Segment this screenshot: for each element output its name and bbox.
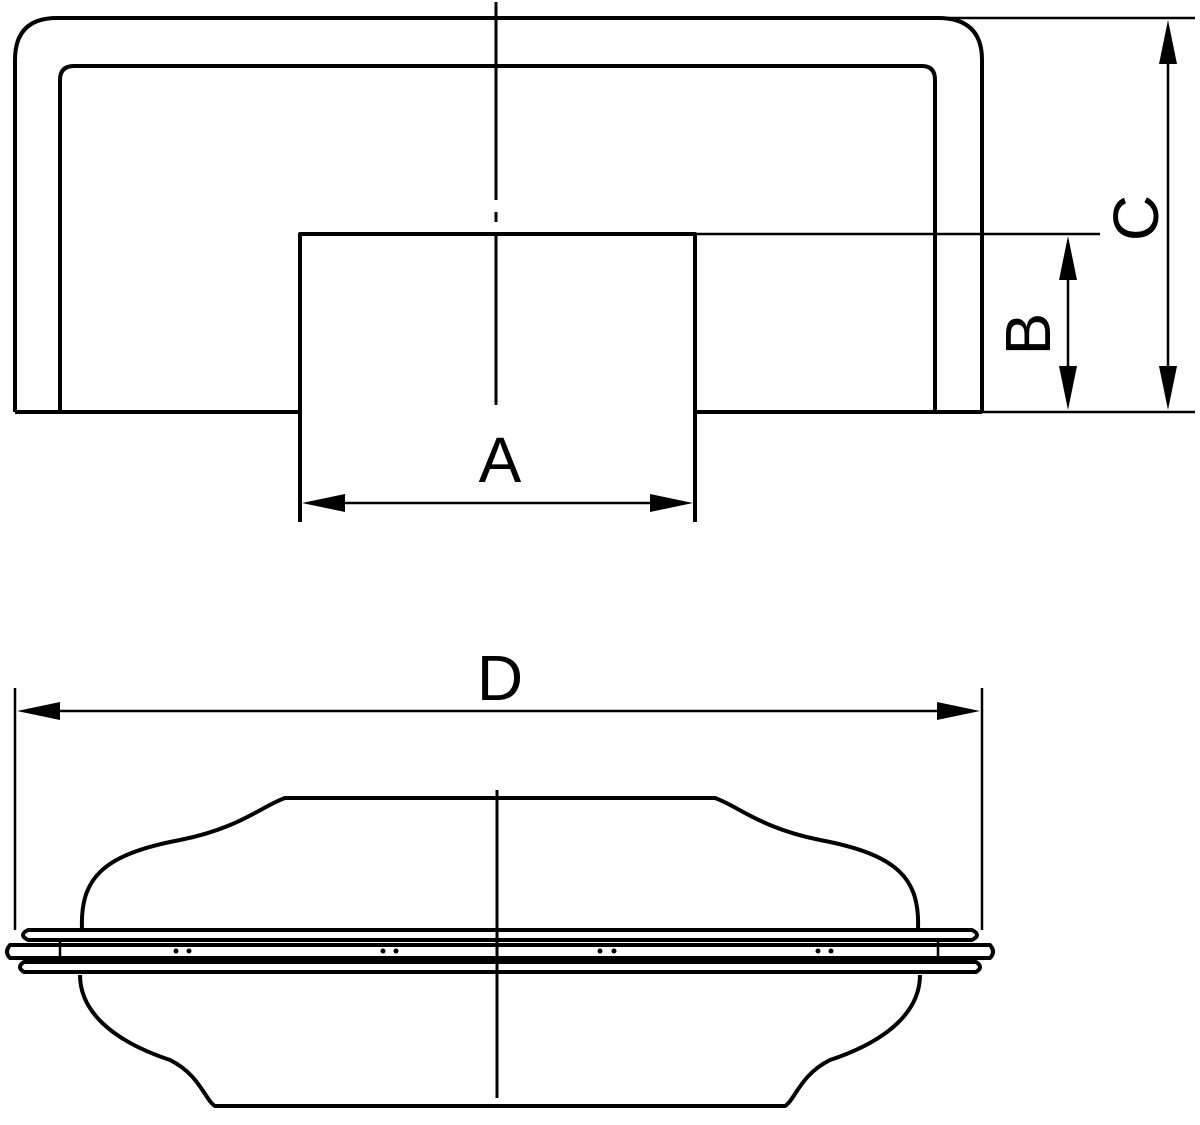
- hole-marker: [597, 948, 603, 954]
- dimension-b-arrow-bottom: [1059, 366, 1077, 410]
- dimension-a-label: A: [479, 424, 522, 496]
- dimension-d-arrow-left: [17, 702, 60, 720]
- dimension-c-arrow-bottom: [1159, 366, 1177, 410]
- outer-contour: [13, 16, 984, 412]
- dimension-a-arrow-left: [302, 494, 345, 512]
- dimension-b: B: [992, 236, 1077, 410]
- dimension-d: D: [17, 642, 980, 720]
- hole-marker: [186, 948, 192, 954]
- flange-bottom: [18, 960, 982, 974]
- dimension-a: A: [302, 424, 693, 512]
- hole-marker: [828, 948, 834, 954]
- upper-dome-contour: [79, 796, 921, 931]
- flange-top: [21, 928, 979, 942]
- hole-marker: [393, 948, 399, 954]
- hole-markers: [173, 948, 834, 954]
- side-section-view: A B C: [13, 2, 1195, 522]
- inner-contour: [58, 64, 937, 412]
- dimension-c-arrow-top: [1159, 20, 1177, 64]
- dimension-d-label: D: [477, 642, 523, 714]
- dimension-b-arrow-top: [1059, 236, 1077, 280]
- dimension-d-arrow-right: [937, 702, 980, 720]
- lower-dome-contour: [78, 974, 922, 1108]
- hole-marker: [173, 948, 179, 954]
- dimension-a-arrow-right: [650, 494, 693, 512]
- hole-marker: [611, 948, 617, 954]
- dimension-c-label: C: [1100, 195, 1172, 241]
- hole-marker: [380, 948, 386, 954]
- dimension-c: C: [1100, 20, 1177, 410]
- front-profile-view: D: [5, 642, 995, 1108]
- flange-middle: [5, 943, 995, 960]
- hole-marker: [815, 948, 821, 954]
- dimension-b-label: B: [992, 313, 1064, 356]
